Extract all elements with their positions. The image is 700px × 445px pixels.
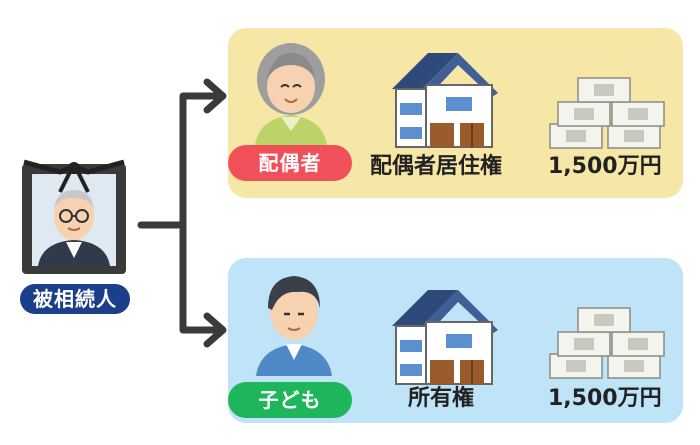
spouse-badge: 配偶者 (228, 145, 352, 181)
money-stack-icon (548, 70, 668, 152)
money-stack-icon-child (548, 300, 668, 382)
spouse-money-label: 1,500万円 (548, 154, 662, 179)
spouse-right-label: 配偶者居住権 (370, 154, 503, 179)
child-right-label: 所有権 (408, 386, 475, 411)
child-badge: 子ども (228, 382, 352, 418)
man-icon (252, 264, 336, 376)
memorial-portrait-icon (20, 158, 128, 276)
house-icon-child (388, 282, 508, 387)
elderly-woman-icon (247, 35, 335, 145)
deceased-label: 被相続人 (20, 284, 130, 314)
branch-arrows (137, 78, 227, 348)
child-money-label: 1,500万円 (548, 386, 662, 411)
house-icon (388, 45, 508, 150)
